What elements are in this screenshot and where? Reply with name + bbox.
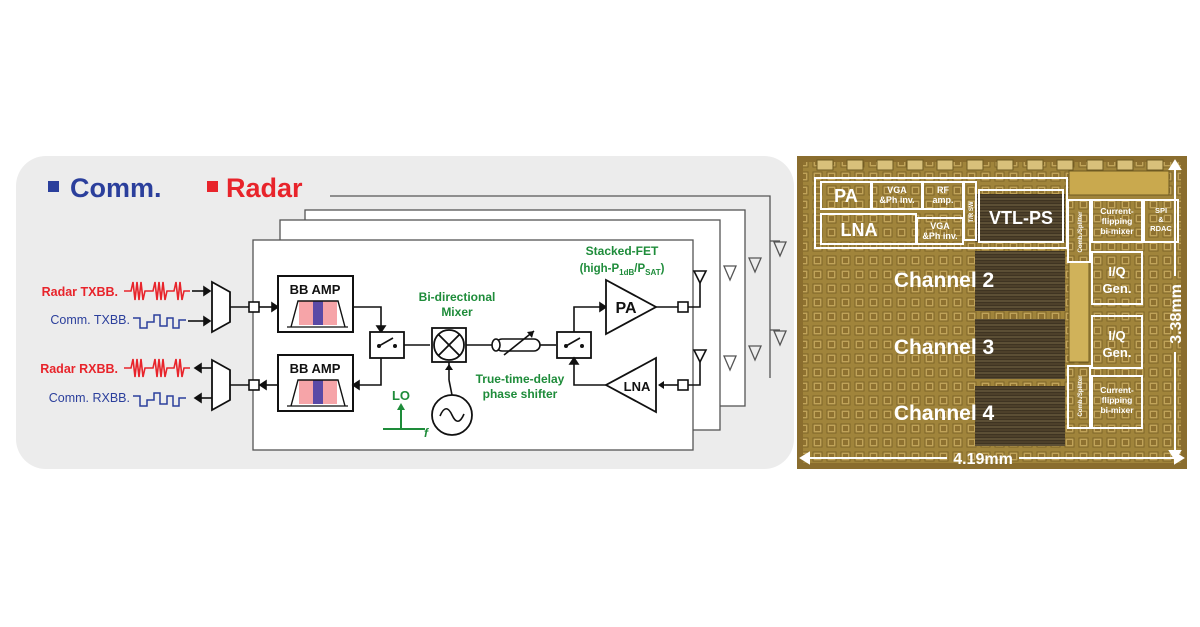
die-iq1-line2: Gen. [1103,281,1132,296]
die-vga2-line1: VGA [930,221,950,231]
radar-legend-label: Radar [226,173,303,203]
die-channel3-label: Channel 3 [894,336,994,359]
bb-amp-tx-label: BB AMP [290,282,341,297]
die-spi-line2: & [1158,215,1164,224]
bb-tr-switch [369,331,405,359]
radar-waveform-tx [124,281,190,301]
die-iq2-line2: Gen. [1103,345,1132,360]
rx-splitter [211,358,231,412]
low-noise-amplifier: LNA [604,356,657,414]
comm-legend-swatch [48,181,59,192]
tx-combiner [211,280,231,334]
ttd-label-line1: True-time-delay [476,372,565,386]
die-spi-line1: SPI [1155,206,1167,215]
die-cf1-line1: Current- [1100,206,1134,216]
tx-pad [248,301,260,313]
chip-micrograph: PA VGA &Ph inv. RF amp. T/R SW VTL-PS LN… [797,156,1187,469]
lo-source [431,394,473,436]
die-vtlps-label: VTL-PS [989,208,1053,228]
comm-waveform-rx [133,392,186,407]
die-height-label: 3.38mm [1168,284,1185,344]
die-comb2-label: Comb./Splitter [1078,375,1084,417]
die-cf2-line3: bi-mixer [1100,405,1134,415]
comm-tx-label: Comm. TXBB. [50,313,130,327]
radar-rx-label: Radar RXBB. [40,362,118,376]
channel-frame-4 [330,195,787,378]
die-width-label: 4.19mm [953,451,1013,468]
mixer-label-line1: Bi-directional [419,290,496,304]
true-time-delay-phase-shifter [491,330,541,356]
rf-tr-switch [556,331,592,359]
die-rf-line2: amp. [932,195,953,205]
die-cf1-line3: bi-mixer [1100,226,1134,236]
bb-amp-rx: BB AMP [277,354,354,412]
die-channel4-label: Channel 4 [894,402,995,425]
antenna-rx-icon [688,349,708,386]
antenna-tx-icon [688,270,708,308]
lna-label: LNA [624,379,651,394]
power-amplifier: PA [605,278,658,336]
radar-waveform-rx [124,358,190,378]
bb-amp-tx: BB AMP [277,275,354,333]
comm-waveform-tx [133,314,186,329]
pa-label: PA [615,300,636,317]
radar-legend-swatch [207,181,218,192]
lo-label: LO [392,388,410,403]
lna-input-pad [677,379,689,391]
ttd-label-line2: phase shifter [483,387,558,401]
stacked-fet-spec: (high-P1dB/PSAT) [580,263,665,277]
stacked-fet-label: Stacked-FET [586,244,659,258]
die-cf2-line1: Current- [1100,385,1134,395]
die-vga1-line1: VGA [887,185,907,195]
frequency-label: f [424,426,429,440]
rx-pad [248,379,260,391]
die-iq1-line1: I/Q [1108,264,1125,279]
die-cf1-line2: flipping [1102,216,1133,226]
bb-amp-rx-label: BB AMP [290,361,341,376]
die-trsw-label: T/R SW [969,201,975,222]
pa-output-pad [677,301,689,313]
die-lna-label: LNA [841,220,878,240]
mixer-label-line2: Mixer [441,305,473,319]
die-iq2-line1: I/Q [1108,328,1125,343]
radar-tx-label: Radar TXBB. [42,285,118,299]
die-vga1-line2: &Ph inv. [879,195,914,205]
comm-rx-label: Comm. RXBB. [49,391,130,405]
lo-spectrum-icon [383,403,425,430]
die-comb1-label: Comb./Splitter [1078,211,1084,253]
die-rf-line1: RF [937,185,949,195]
die-vga2-line2: &Ph inv. [922,231,957,241]
bi-directional-mixer [431,327,467,363]
die-channel2-label: Channel 2 [894,269,994,292]
die-spi-line3: RDAC [1150,224,1172,233]
die-pa-label: PA [834,186,858,206]
die-cf2-line2: flipping [1102,395,1133,405]
comm-legend-label: Comm. [70,173,162,203]
